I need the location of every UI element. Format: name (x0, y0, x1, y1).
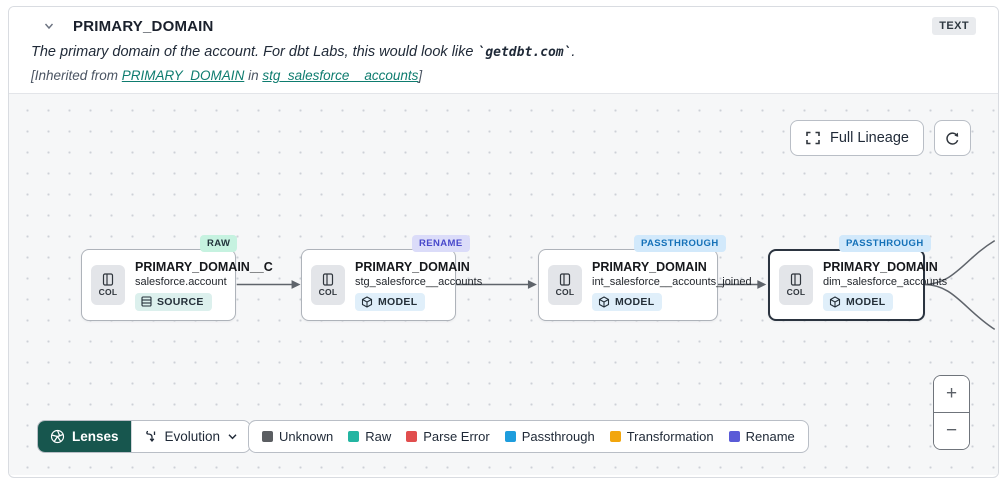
legend-swatch-transformation (609, 431, 621, 442)
column-detail-panel: PRIMARY_DOMAIN TEXT The primary domain o… (8, 6, 999, 478)
legend-label: Raw (365, 429, 392, 444)
lens-selector-dropdown[interactable]: Evolution (130, 421, 251, 452)
collapse-chevron-icon[interactable] (43, 20, 55, 32)
legend-item: Unknown (262, 429, 333, 444)
zoom-out-button[interactable]: − (934, 413, 969, 449)
pill-label: MODEL (846, 295, 886, 308)
inherited-model-link[interactable]: stg_salesforce__accounts (262, 68, 419, 83)
evolution-badge-passthrough: PASSTHROUGH (634, 235, 726, 252)
column-icon (790, 273, 802, 286)
legend-label: Parse Error (423, 429, 490, 444)
node-title: PRIMARY_DOMAIN (355, 259, 470, 274)
evolution-legend: Unknown Raw Parse Error Passthrough Tran… (248, 420, 809, 453)
inherited-middle: in (244, 68, 263, 83)
legend-label: Transformation (626, 429, 714, 444)
legend-item: Passthrough (504, 429, 595, 444)
resource-pill-model: MODEL (823, 292, 894, 311)
zoom-controls: + − (933, 375, 970, 450)
lenses-label: Lenses (72, 429, 119, 444)
column-chip: COL (548, 265, 582, 305)
inherited-column-link[interactable]: PRIMARY_DOMAIN (121, 68, 245, 83)
lineage-canvas[interactable]: Full Lineage RAW COL PRIMARY_DOMAIN__C (9, 93, 998, 475)
model-icon (598, 295, 610, 308)
inherited-from-note: [Inherited from PRIMARY_DOMAIN in stg_sa… (31, 68, 976, 83)
legend-label: Passthrough (521, 429, 595, 444)
selected-lens-label: Evolution (164, 429, 221, 444)
column-chip-label: COL (555, 287, 575, 297)
column-chip: COL (91, 265, 125, 305)
pill-label: MODEL (615, 295, 655, 308)
column-chip-label: COL (98, 287, 118, 297)
legend-item: Transformation (609, 429, 714, 444)
description-text: The primary domain of the account. For d… (31, 44, 478, 60)
legend-swatch-rename (728, 431, 740, 442)
legend-label: Unknown (279, 429, 334, 444)
node-subtitle: stg_salesforce__accounts (355, 275, 483, 288)
node-title: PRIMARY_DOMAIN__C (135, 259, 273, 274)
evolution-badge-passthrough: PASSTHROUGH (839, 235, 931, 252)
legend-swatch-raw (348, 431, 360, 442)
full-lineage-button[interactable]: Full Lineage (790, 120, 924, 156)
legend-item: Raw (348, 429, 391, 444)
lineage-node-int[interactable]: COL PRIMARY_DOMAIN int_salesforce__accou… (538, 249, 752, 321)
evolution-badge-raw: RAW (200, 235, 238, 252)
zoom-in-button[interactable]: + (934, 376, 969, 412)
inherited-prefix: [Inherited from (31, 68, 122, 83)
model-icon (361, 295, 373, 308)
column-header: PRIMARY_DOMAIN TEXT The primary domain o… (9, 7, 998, 93)
resource-pill-model: MODEL (355, 292, 426, 311)
lenses-button[interactable]: Lenses (38, 421, 131, 452)
canvas-toolbar: Full Lineage (790, 120, 971, 156)
column-chip: COL (311, 265, 345, 305)
node-title: PRIMARY_DOMAIN (592, 259, 707, 274)
lineage-node-dim-selected[interactable]: COL PRIMARY_DOMAIN dim_salesforce_accoun… (768, 249, 947, 321)
column-description: The primary domain of the account. For d… (31, 44, 976, 60)
model-icon (829, 295, 841, 308)
column-chip: COL (779, 265, 813, 305)
column-icon (322, 273, 334, 286)
source-icon (141, 296, 152, 307)
legend-swatch-parse-error (406, 431, 418, 442)
page-title: PRIMARY_DOMAIN (73, 17, 214, 35)
resource-pill-model: MODEL (592, 292, 663, 311)
node-subtitle: dim_salesforce_accounts (823, 275, 948, 288)
legend-swatch-passthrough (504, 431, 516, 442)
full-lineage-label: Full Lineage (830, 130, 909, 146)
lenses-control: Lenses Evolution (37, 420, 252, 453)
column-chip-label: COL (786, 287, 806, 297)
inherited-suffix: ] (418, 68, 423, 83)
refresh-icon (944, 130, 961, 147)
node-title: PRIMARY_DOMAIN (823, 259, 938, 274)
evolution-icon (145, 430, 155, 443)
column-icon (559, 273, 571, 286)
column-icon (102, 273, 114, 286)
description-period: . (571, 44, 576, 60)
resource-pill-source: SOURCE (135, 292, 212, 311)
legend-item: Parse Error (406, 429, 490, 444)
column-type-badge: TEXT (932, 17, 976, 35)
description-code: `getdbt.com` (477, 45, 572, 60)
lens-aperture-icon (50, 429, 65, 444)
node-subtitle: int_salesforce__accounts_joined (592, 275, 752, 288)
lineage-node-source[interactable]: COL PRIMARY_DOMAIN__C salesforce.account… (81, 249, 273, 321)
legend-label: Rename (745, 429, 795, 444)
fullscreen-icon (805, 130, 821, 146)
chevron-down-icon (228, 434, 237, 440)
lineage-node-stg[interactable]: COL PRIMARY_DOMAIN stg_salesforce__accou… (301, 249, 482, 321)
pill-label: MODEL (378, 295, 418, 308)
refresh-button[interactable] (934, 120, 971, 156)
node-subtitle: salesforce.account (135, 275, 227, 288)
zoom-divider (934, 412, 969, 413)
pill-label: SOURCE (157, 295, 204, 308)
column-chip-label: COL (318, 287, 338, 297)
legend-swatch-unknown (262, 431, 273, 442)
legend-item: Rename (728, 429, 795, 444)
evolution-badge-rename: RENAME (412, 235, 470, 252)
